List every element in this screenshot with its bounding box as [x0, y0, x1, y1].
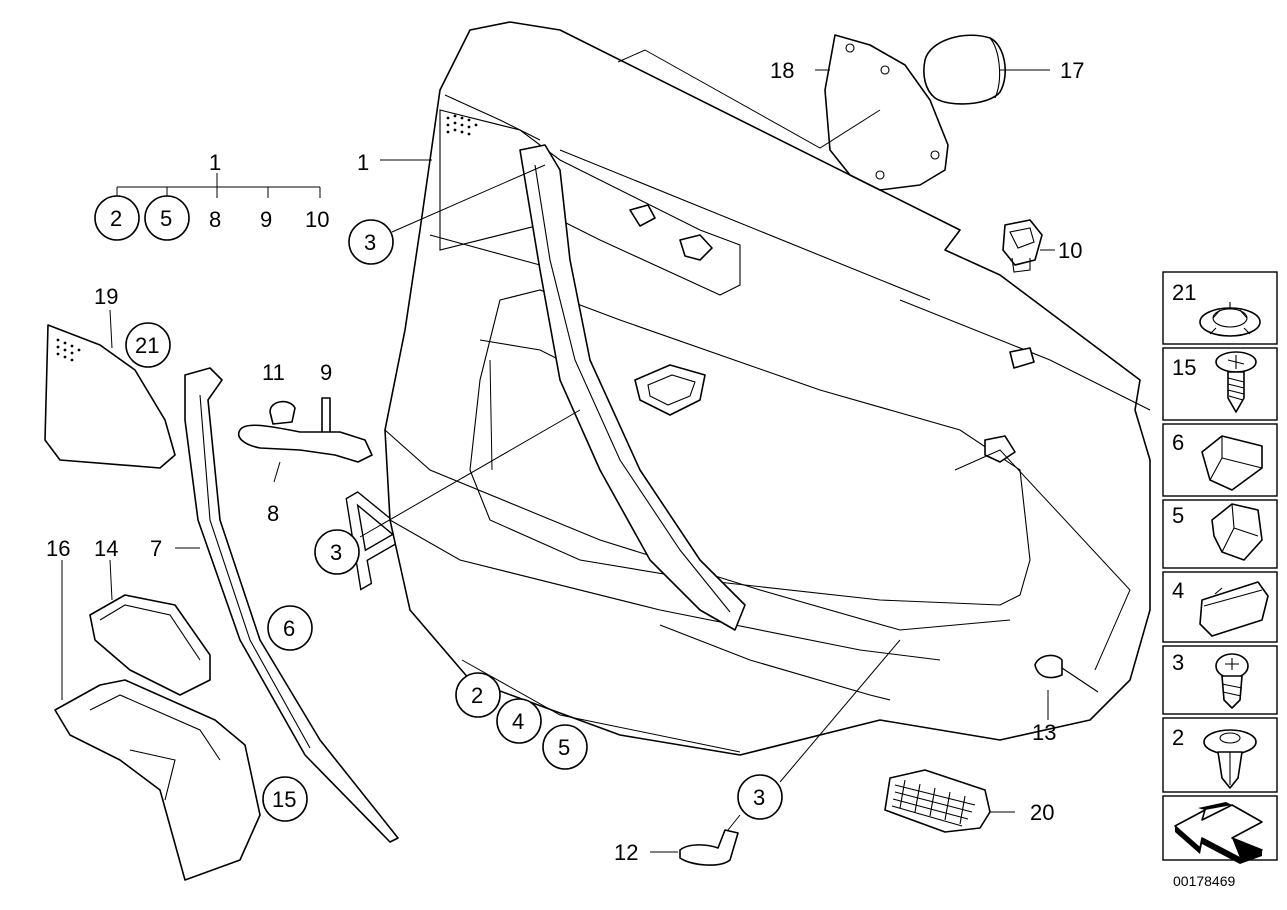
legend-label-4: 4 — [1172, 578, 1184, 603]
legend-21-rosette-icon — [1199, 302, 1261, 337]
door-panel — [384, 21, 1151, 756]
speaker-grille-dots — [446, 114, 478, 136]
part-13-cap — [1034, 654, 1099, 693]
legend-4-strip-clip-icon — [1199, 581, 1269, 637]
callout-15: 15 — [272, 787, 296, 812]
legend-2-expanding-rivet-icon — [1203, 729, 1257, 789]
part-8-handle — [238, 424, 373, 463]
callout-circle-5-group — [144, 195, 190, 241]
diagram-number: 00178469 — [1173, 873, 1236, 889]
part-16-tray — [54, 679, 261, 881]
part-7-trim-strip — [184, 367, 399, 843]
callout-16: 16 — [46, 536, 70, 561]
part-19-grille-dots — [56, 338, 81, 362]
callout-circle-4-bottom — [496, 698, 542, 744]
legend-label-2: 2 — [1172, 725, 1184, 750]
callout-6: 6 — [283, 616, 295, 641]
legend-label-6: 6 — [1172, 430, 1184, 455]
fastener-legend: 21 15 6 5 4 3 2 — [1162, 271, 1278, 889]
callout-3-b: 3 — [330, 540, 342, 565]
callout-circle-21 — [125, 322, 171, 368]
legend-label-21: 21 — [1172, 280, 1196, 305]
legend-3-push-rivet-icon — [1215, 653, 1249, 709]
callout-10-group: 10 — [305, 207, 329, 232]
callout-2-bottom: 2 — [471, 683, 483, 708]
callout-circle-2-bottom — [455, 672, 501, 718]
legend-label-3: 3 — [1172, 650, 1184, 675]
callout-circle-6 — [267, 605, 313, 651]
callout-9: 9 — [320, 360, 332, 385]
callout-17: 17 — [1060, 58, 1084, 83]
part-20-grille — [884, 769, 991, 833]
callout-circle-2-group — [94, 195, 140, 241]
callout-8-group: 8 — [209, 207, 221, 232]
callout-7: 7 — [150, 536, 162, 561]
legend-15-screw-icon — [1215, 351, 1257, 413]
legend-5-spring-clip-icon — [1211, 503, 1263, 561]
callout-circle-3-b — [314, 529, 360, 575]
legend-6-clip-icon — [1201, 435, 1263, 491]
callout-21: 21 — [135, 333, 159, 358]
legend-label-5: 5 — [1172, 503, 1184, 528]
part-12-fastener — [679, 829, 739, 866]
callout-circle-3-a — [348, 219, 394, 265]
callout-10: 10 — [1058, 238, 1082, 263]
callout-18: 18 — [770, 58, 794, 83]
callouts: 1 2 5 8 9 10 1 3 3 3 2 4 5 6 7 8 9 10 11… — [46, 58, 1084, 865]
callout-circle-15 — [262, 776, 308, 822]
part-18-plate — [824, 34, 949, 191]
part-19-speaker-cover — [44, 324, 176, 469]
callout-8: 8 — [267, 501, 279, 526]
callout-2-group: 2 — [110, 206, 122, 231]
callout-5-group: 5 — [160, 206, 172, 231]
part-17-cover — [923, 34, 1006, 105]
callout-20: 20 — [1030, 800, 1054, 825]
callout-1-panel: 1 — [357, 150, 369, 175]
callout-9-group: 9 — [260, 207, 272, 232]
callout-3-c: 3 — [753, 785, 765, 810]
callout-3-a: 3 — [364, 230, 376, 255]
callout-12: 12 — [614, 840, 638, 865]
callout-4-bottom: 4 — [512, 709, 524, 734]
callout-circle-3-c — [737, 774, 783, 820]
callout-circle-5-bottom — [542, 724, 588, 770]
callout-14: 14 — [94, 536, 118, 561]
callout-11: 11 — [262, 360, 285, 385]
callout-13: 13 — [1032, 720, 1056, 745]
legend-label-15: 15 — [1172, 355, 1196, 380]
legend-arrow-icon — [1174, 802, 1263, 864]
leader-lines — [61, 49, 1131, 853]
callout-5-bottom: 5 — [558, 735, 570, 760]
callout-1-group: 1 — [209, 150, 221, 175]
part-14-pocket — [89, 594, 211, 696]
part-10-clip — [1002, 219, 1043, 273]
callout-19: 19 — [94, 284, 118, 309]
part-11-cap — [269, 400, 296, 425]
